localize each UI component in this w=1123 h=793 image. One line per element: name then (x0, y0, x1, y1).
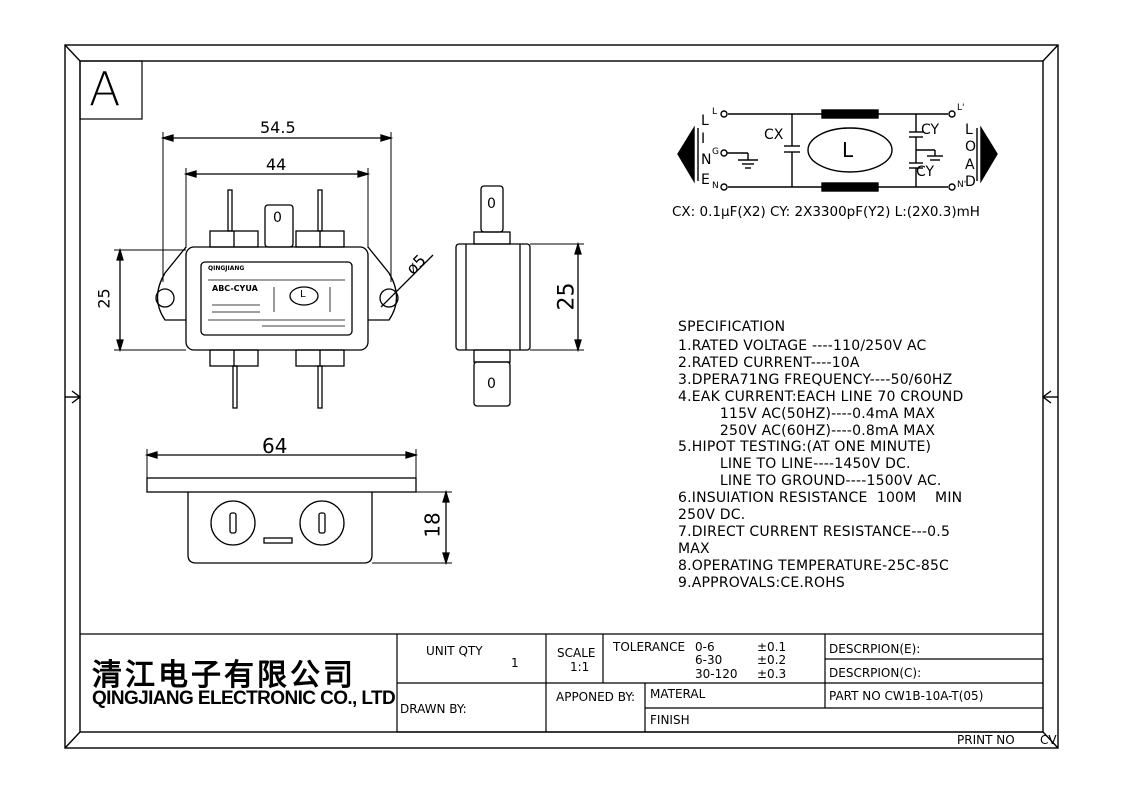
inductor-label: L (842, 138, 854, 162)
finish: FINISH (650, 713, 690, 727)
tolerance-range-3: 30-120 (695, 667, 738, 681)
drawn-by: DRAWN BY: (400, 702, 467, 716)
spec-title: SPECIFICATION (678, 319, 786, 335)
tolerance-value-1: ±0.1 (757, 640, 787, 654)
spec-line: 9.APPROVALS:CE.ROHS (678, 574, 846, 591)
print-no-label: PRINT NO (957, 733, 1015, 747)
scale-label: SCALE (557, 646, 596, 660)
label-brand: QINGJIANG (208, 265, 245, 272)
top-view (114, 132, 434, 409)
dim-side-height: 25 (554, 282, 580, 311)
schematic-load-a: A (965, 157, 975, 173)
spec-line: 250V AC(60HZ)----0.8mA MAX (678, 422, 936, 439)
dim-overall-width: 54.5 (260, 118, 296, 137)
spec-line: LINE TO LINE----1450V DC. (678, 456, 911, 473)
approved-by: APPONED BY: (556, 690, 636, 704)
spec-line: MAX (678, 540, 710, 557)
spec-line: 8.OPERATING TEMPERATURE-25C-85C (678, 557, 950, 574)
bottom-view (144, 449, 452, 566)
schematic-caption: CX: 0.1μF(X2) CY: 2X3300pF(Y2) L:(2X0.3)… (672, 204, 980, 220)
material: MATERAL (650, 687, 706, 701)
sheet-letter: A (89, 62, 121, 116)
part-number: PART NO CW1B-10A-T(05) (829, 689, 984, 703)
spec-line: 1.RATED VOLTAGE ----110/250V AC (678, 338, 927, 354)
terminal-out-n: N' (957, 180, 967, 190)
schematic-line-e: E (701, 172, 710, 188)
schematic-load-d: D (965, 174, 976, 190)
dim-bottom-width: 64 (262, 434, 288, 458)
dim-top-height: 25 (94, 288, 114, 309)
spec-line: 7.DIRECT CURRENT RESISTANCE---0.5 (678, 523, 951, 540)
spec-line: 5.HIPOT TESTING:(AT ONE MINUTE) (678, 439, 932, 456)
unit-qty-value: 1 (511, 656, 519, 670)
cy-label-top: CY (921, 122, 940, 138)
title-block-grid (80, 633, 1043, 733)
tolerance-value-2: ±0.2 (757, 653, 787, 667)
spec-line: 2.RATED CURRENT----10A (678, 354, 860, 371)
spec-line: 115V AC(50HZ)----0.4mA MAX (678, 405, 936, 422)
side-terminal-bottom-mark: 0 (487, 376, 496, 392)
tolerance-range-2: 6-30 (695, 653, 723, 667)
schematic-load-l: L (965, 122, 973, 138)
schematic-load-o: O (965, 139, 977, 155)
spec-line: 3.DPERA71NG FREQUENCY----50/60HZ (678, 371, 953, 388)
schematic-line-l: L (701, 113, 709, 129)
sheet-letter-box (79, 60, 143, 120)
spec-line: LINE TO GROUND----1500V AC. (678, 473, 942, 490)
filter-schematic (677, 109, 998, 192)
tolerance-value-3: ±0.3 (757, 667, 787, 681)
schematic-line-n: N (701, 152, 712, 168)
unit-qty-label: UNIT QTY (426, 644, 483, 658)
company-name-cn: 清江电子有限公司 (92, 658, 356, 693)
terminal-in-l: L (712, 107, 718, 117)
print-no-value: CV (1040, 733, 1057, 747)
scale-value: 1:1 (570, 660, 590, 674)
tolerance-label: TOLERANCE (613, 640, 686, 654)
tolerance-range-1: 0-6 (695, 640, 715, 654)
spec-line: 4.EAK CURRENT:EACH LINE 70 CROUND (678, 388, 964, 405)
terminal-in-g: G (712, 147, 719, 157)
label-inductor: L (300, 289, 306, 300)
schematic-line-i: I (701, 131, 706, 147)
cx-label: CX (764, 127, 784, 143)
spec-line: 250V DC. (678, 507, 746, 523)
side-view (455, 185, 584, 407)
terminal-in-n: N (712, 181, 719, 191)
description-e: DESCRPION(E): (829, 642, 921, 656)
cy-label-bottom: CY (916, 164, 935, 180)
side-terminal-top-mark: 0 (487, 196, 496, 212)
top-terminal-mark: 0 (273, 210, 282, 226)
dim-bottom-height: 18 (420, 512, 445, 538)
label-model: ABC-CYUA (212, 284, 258, 293)
company-name-en: QINGJIANG ELECTRONIC CO., LTD (92, 688, 396, 709)
terminal-out-l: L' (957, 103, 965, 113)
dim-inner-width: 44 (266, 155, 287, 174)
spec-line: 6.INSUIATION RESISTANCE 100M MIN (678, 490, 963, 507)
description-c: DESCRPION(C): (829, 666, 922, 680)
